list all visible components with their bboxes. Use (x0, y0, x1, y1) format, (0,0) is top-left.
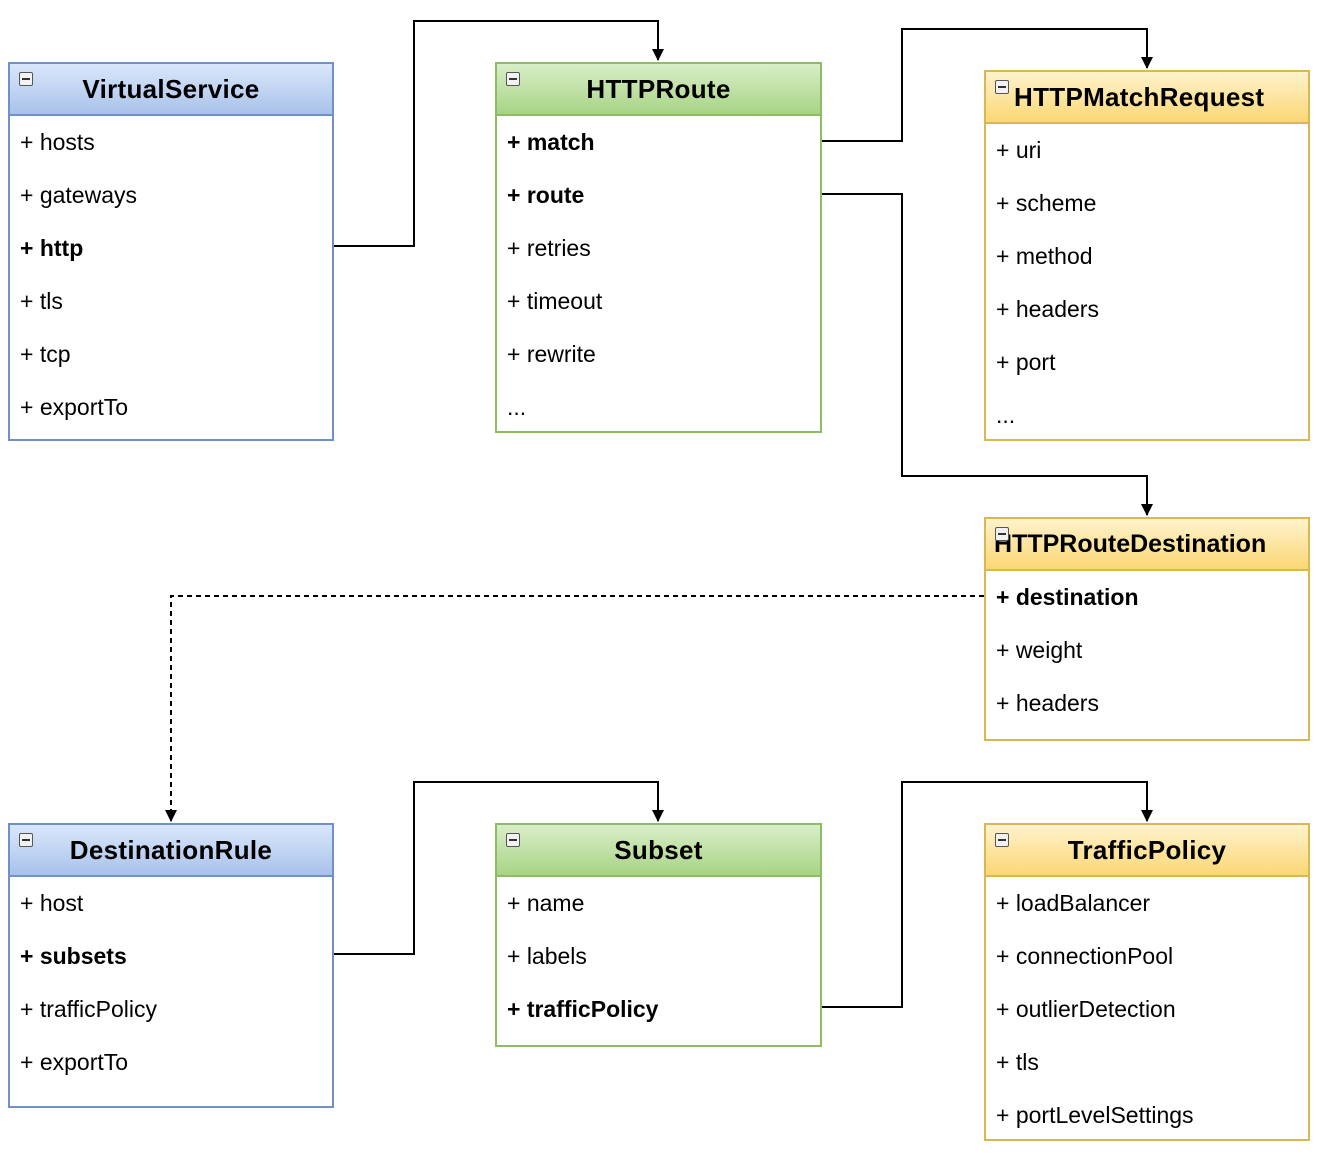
connector-route-to-httproutedestination (822, 193, 1153, 516)
collapse-icon[interactable] (995, 80, 1009, 94)
class-virtualservice[interactable]: VirtualService + hosts + gateways + http… (8, 62, 334, 441)
connector-subsets-to-subset (333, 781, 664, 955)
attribute-tcp: + tcp (20, 341, 71, 367)
class-attributes: + name + labels + trafficPolicy (497, 877, 820, 1036)
class-httpmatchrequest[interactable]: HTTPMatchRequest + uri + scheme + method… (984, 70, 1310, 441)
attribute-exportto: + exportTo (20, 394, 129, 420)
collapse-icon[interactable] (995, 833, 1009, 847)
attribute-ellipsis: ... (996, 402, 1016, 428)
attribute-trafficpolicy: + trafficPolicy (20, 996, 157, 1022)
attribute-weight: + weight (996, 637, 1083, 663)
class-subset[interactable]: Subset + name + labels + trafficPolicy (495, 823, 822, 1047)
class-trafficpolicy[interactable]: TrafficPolicy + loadBalancer + connectio… (984, 823, 1310, 1141)
class-attributes: + hosts + gateways + http + tls + tcp + … (10, 116, 332, 434)
class-title: HTTPRoute (586, 73, 731, 104)
class-title: DestinationRule (69, 834, 273, 865)
attribute-gateways: + gateways (20, 182, 137, 208)
class-title: Subset (614, 834, 703, 865)
class-header: TrafficPolicy (986, 825, 1308, 877)
class-header: HTTPMatchRequest (986, 72, 1308, 124)
class-header: VirtualService (10, 64, 332, 116)
attribute-port: + port (996, 349, 1056, 375)
attribute-connectionpool: + connectionPool (996, 943, 1174, 969)
attribute-trafficpolicy: + trafficPolicy (507, 996, 659, 1022)
collapse-icon[interactable] (19, 72, 33, 86)
attribute-method: + method (996, 243, 1093, 269)
attribute-retries: + retries (507, 235, 591, 261)
class-header: HTTPRoute (497, 64, 820, 116)
class-title: HTTPRouteDestination (994, 529, 1267, 558)
attribute-match: + match (507, 129, 595, 155)
attribute-scheme: + scheme (996, 190, 1097, 216)
attribute-loadbalancer: + loadBalancer (996, 890, 1151, 916)
connector-destination-to-destinationrule (165, 595, 984, 822)
class-header: DestinationRule (10, 825, 332, 877)
attribute-tls: + tls (996, 1049, 1039, 1075)
connector-http-to-httproute (333, 20, 664, 247)
collapse-icon[interactable] (19, 833, 33, 847)
attribute-rewrite: + rewrite (507, 341, 596, 367)
attribute-tls: + tls (20, 288, 63, 314)
attribute-headers: + headers (996, 690, 1099, 716)
collapse-icon[interactable] (506, 72, 520, 86)
attribute-route: + route (507, 182, 585, 208)
class-attributes: + destination + weight + headers (986, 571, 1308, 730)
class-httproutedestination[interactable]: HTTPRouteDestination + destination + wei… (984, 517, 1310, 741)
class-destinationrule[interactable]: DestinationRule + host + subsets + traff… (8, 823, 334, 1108)
class-httproute[interactable]: HTTPRoute + match + route + retries + ti… (495, 62, 822, 433)
class-title: TrafficPolicy (1067, 834, 1227, 865)
attribute-subsets: + subsets (20, 943, 127, 969)
class-title: HTTPMatchRequest (1014, 81, 1265, 112)
collapse-icon[interactable] (506, 833, 520, 847)
attribute-exportto: + exportTo (20, 1049, 129, 1075)
class-attributes: + host + subsets + trafficPolicy + expor… (10, 877, 332, 1089)
class-header: HTTPRouteDestination (986, 519, 1308, 571)
class-title: VirtualService (82, 73, 260, 104)
attribute-outlierdetection: + outlierDetection (996, 996, 1176, 1022)
attribute-destination: + destination (996, 584, 1139, 610)
attribute-http: + http (20, 235, 84, 261)
attribute-name: + name (507, 890, 585, 916)
attribute-portlevelsettings: + portLevelSettings (996, 1102, 1194, 1128)
attribute-timeout: + timeout (507, 288, 603, 314)
class-attributes: + uri + scheme + method + headers + port… (986, 124, 1308, 442)
connector-trafficpolicy-to-trafficpolicy (822, 781, 1153, 1008)
attribute-ellipsis: ... (507, 394, 527, 420)
class-attributes: + loadBalancer + connectionPool + outlie… (986, 877, 1308, 1142)
collapse-icon[interactable] (995, 527, 1009, 541)
connector-match-to-httpmatchrequest (822, 28, 1153, 142)
attribute-headers: + headers (996, 296, 1099, 322)
class-attributes: + match + route + retries + timeout + re… (497, 116, 820, 434)
class-header: Subset (497, 825, 820, 877)
attribute-labels: + labels (507, 943, 587, 969)
attribute-uri: + uri (996, 137, 1042, 163)
attribute-hosts: + hosts (20, 129, 95, 155)
attribute-host: + host (20, 890, 84, 916)
